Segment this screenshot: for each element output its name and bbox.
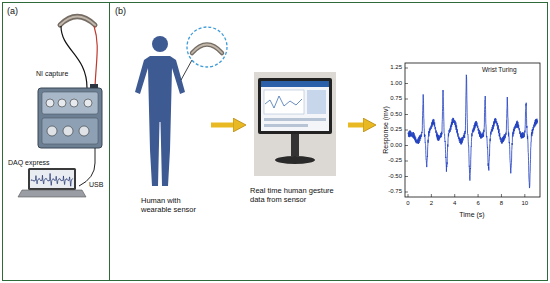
daq-device-part <box>70 99 78 107</box>
monitor-photo-part <box>261 81 329 87</box>
monitor-photo-part <box>261 81 329 131</box>
signal-chart-part-part <box>405 68 408 69</box>
tick-label: 1.25 <box>390 64 402 71</box>
laptop-part <box>30 170 74 188</box>
panel-label: (b) <box>115 6 126 17</box>
tick-label: -0.50 <box>388 173 402 180</box>
daq-device-part <box>84 99 92 107</box>
human-figure-part <box>152 36 168 52</box>
tick-label: 0.25 <box>390 126 402 133</box>
usb-cable <box>79 148 95 186</box>
daq-device-part <box>79 126 89 136</box>
node-caption: Human with wearable sensor <box>141 196 207 214</box>
wearable-sensor <box>60 17 95 26</box>
axis-title: Time (s) <box>459 211 484 219</box>
monitor-photo <box>254 72 336 176</box>
human-figure <box>135 36 185 186</box>
node-caption: Real time human gesture data from sensor <box>250 186 344 204</box>
panel-box: (b) Human with wearable sensor Real time h… <box>110 2 548 281</box>
panel-label: (a) <box>7 6 18 17</box>
sensor-wire <box>61 26 97 88</box>
monitor-photo-part <box>291 134 299 156</box>
daq-device-part <box>90 84 98 88</box>
tick-label: 8 <box>500 200 503 207</box>
wearable-sensor-part <box>60 17 95 26</box>
signal-chart-part <box>408 75 538 188</box>
panel-box: (a) <box>2 2 110 281</box>
monitor-photo-part <box>258 78 332 134</box>
wearable-sensor-part <box>192 45 222 54</box>
signal-chart-part-part <box>454 194 455 197</box>
tick-label: 10 <box>521 200 528 207</box>
daq-device-part <box>42 92 98 114</box>
chart-node: Wrist Turing <box>378 58 544 224</box>
signal-chart-part-part <box>478 194 479 197</box>
daq-device-part <box>38 88 102 148</box>
monitor-photo-part <box>307 90 326 114</box>
human-figure-part <box>135 56 185 186</box>
human-node: Human with wearable sensor <box>135 28 209 220</box>
signal-chart-part-part <box>408 194 409 197</box>
flow-arrow <box>348 123 367 128</box>
signal-chart-part-part <box>405 176 408 177</box>
daq-device-part <box>63 126 73 136</box>
tick-label: 1.00 <box>390 80 402 87</box>
device-label: NI capture <box>36 70 68 78</box>
tick-label: 0.50 <box>390 111 402 118</box>
tick-label: 4 <box>453 200 456 207</box>
pointer-line <box>181 60 192 80</box>
signal-chart-part-part <box>405 99 408 100</box>
signal-chart-part-part <box>405 192 408 193</box>
signal-chart <box>405 63 540 197</box>
monitor-photo-part <box>264 118 326 121</box>
sensor-wire-part <box>61 26 87 88</box>
laptop <box>18 168 86 197</box>
monitor-photo-part <box>275 156 315 164</box>
tick-label: -0.25 <box>388 157 402 164</box>
signal-chart-part-part <box>524 194 525 197</box>
daq-device <box>38 84 102 148</box>
daq-device-part <box>47 126 57 136</box>
axis-title: Response (mv) <box>382 106 390 153</box>
wearable-sensor <box>192 45 222 54</box>
laptop-part <box>31 173 73 186</box>
signal-chart-part-part <box>405 161 408 162</box>
signal-chart-part-part <box>405 83 408 84</box>
sensor-wire-part <box>94 26 97 88</box>
wearable-sensor-part <box>60 17 95 26</box>
signal-chart-part-part <box>405 145 408 146</box>
signal-chart-part-part <box>405 130 408 131</box>
node-caption: Wrist Turing <box>482 66 517 74</box>
monitor-node: Real time human gesture data from sensor <box>248 62 346 220</box>
signal-chart-part-part <box>501 194 502 197</box>
monitor-photo-part <box>265 96 302 108</box>
laptop-part <box>28 168 76 190</box>
wearable-sensor-part <box>192 45 222 54</box>
tick-label: 0.75 <box>390 95 402 102</box>
tick-label: 0.00 <box>390 142 402 149</box>
tick-label: 6 <box>476 200 479 207</box>
daq-device-part <box>46 99 54 107</box>
daq-device-part <box>42 118 98 144</box>
cable-label: USB <box>89 181 103 189</box>
laptop-part <box>18 190 86 197</box>
flow-arrow <box>211 123 237 128</box>
monitor-photo-part <box>264 124 308 127</box>
tick-label: 0 <box>406 200 409 207</box>
software-label: DAQ express <box>8 159 50 167</box>
daq-device-part <box>58 99 66 107</box>
monitor-photo-part <box>254 72 336 176</box>
signal-chart-part <box>405 63 540 197</box>
signal-chart-part-part <box>405 114 408 115</box>
tick-label: 2 <box>430 200 433 207</box>
tick-label: -0.75 <box>388 188 402 195</box>
monitor-photo-part <box>264 90 304 114</box>
signal-chart-part-part <box>431 194 432 197</box>
zoom-circle <box>187 27 227 67</box>
